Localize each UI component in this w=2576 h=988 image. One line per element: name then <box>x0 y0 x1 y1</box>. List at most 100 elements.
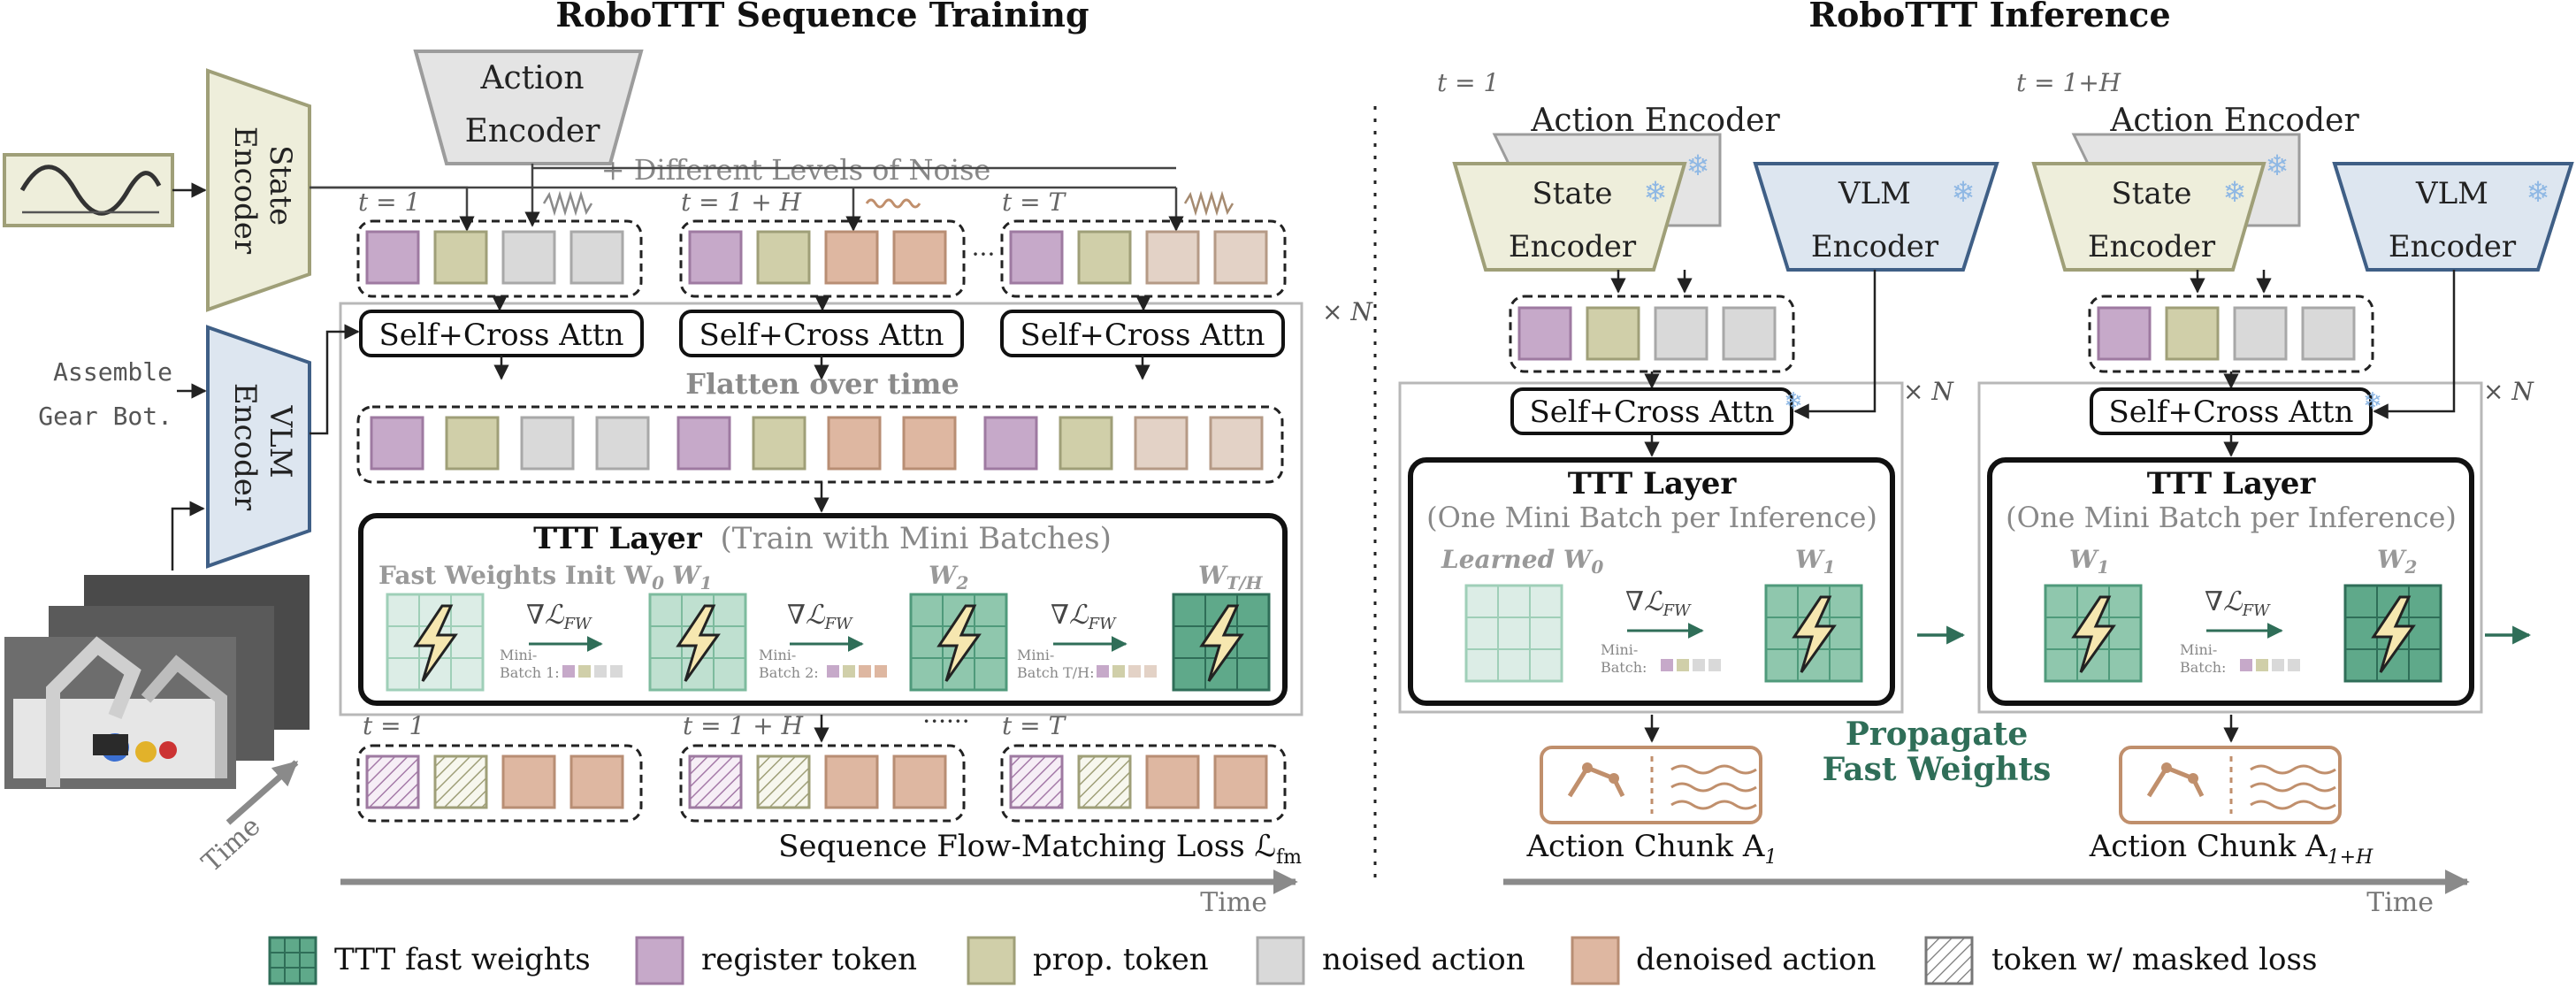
bottom-t-label-3: t = T <box>1002 711 1067 740</box>
robot-arm-icon <box>1567 764 1625 798</box>
flattened-token-group <box>356 405 1284 484</box>
w-in-label-2: W <box>2069 545 2099 574</box>
grad-symbol-1: ∇ℒ <box>526 600 565 631</box>
snowflake-icon: ❄ <box>1686 149 1710 182</box>
vlm-encoder-label-2: Encoder <box>227 383 263 511</box>
legend: TTT fast weights register token prop. to… <box>268 936 2317 985</box>
output-group-t1h <box>679 744 966 823</box>
instruction-line-2: Gear Bot. <box>38 402 172 431</box>
chunk-label-2: Action Chunk A <box>2089 829 2328 864</box>
ttt-layer-training <box>358 513 1288 706</box>
t-label-1: t = 1 <box>358 188 420 217</box>
w-in-sub-2: 1 <box>2097 556 2109 578</box>
top-tokens <box>365 230 1268 285</box>
w-out-sub-1: 1 <box>1823 556 1835 578</box>
vlm-encoder-inf-1b: Encoder <box>1811 229 1939 264</box>
grad-sub-1: FW <box>563 615 592 633</box>
training-time-label: Time <box>1200 887 1267 918</box>
mb-line2-inf-2: Batch: <box>2180 659 2226 676</box>
svg-text:∇ℒFW: ∇ℒFW <box>526 600 592 633</box>
camera-frames <box>4 575 310 789</box>
svg-text:∇ℒFW: ∇ℒFW <box>1625 586 1692 620</box>
fast-weights-grid-inf-1b <box>1764 584 1863 683</box>
lightning-icon <box>936 604 982 682</box>
svg-text:W1: W1 <box>2069 545 2109 578</box>
action-chunk-box-2 <box>2119 746 2342 824</box>
svg-text:State Encoder: State Encoder <box>227 126 298 255</box>
output-tokens <box>365 754 1268 809</box>
fast-weights-init-label: Fast Weights Init W <box>378 561 653 590</box>
state-encoder-label-1: State <box>263 145 298 226</box>
svg-text:Fast Weights Init W0: Fast Weights Init W0 <box>378 561 664 594</box>
fast-weights-grid-1 <box>648 593 747 692</box>
token-group-t1 <box>356 219 643 298</box>
legend-label-fast-weights: TTT fast weights <box>334 942 591 977</box>
inference-tokens-2 <box>2088 295 2374 373</box>
w-out-label-1: W <box>1795 545 1825 574</box>
vlm-encoder-label-1: VLM <box>263 405 298 479</box>
vlm-encoder-inf-2a: VLM <box>2415 176 2488 211</box>
bottom-ellipsis: ······ <box>922 707 969 736</box>
ttt-subtitle: (Train with Mini Batches) <box>721 521 1112 556</box>
grad-sub-2: FW <box>824 615 853 633</box>
svg-text:∇ℒFW: ∇ℒFW <box>787 600 853 633</box>
gradient-step-1: ∇ℒFW Mini- Batch 1: <box>500 600 623 681</box>
svg-text:∇ℒFW: ∇ℒFW <box>2205 586 2271 620</box>
grad-sub-inf-1: FW <box>1663 601 1692 620</box>
state-encoder-block-1 <box>1452 162 1687 272</box>
vlm-encoder-block-1 <box>1753 162 1999 272</box>
weight-label-2: W <box>929 561 959 590</box>
action-encoder-label-1: Action <box>480 60 585 96</box>
minibatch-1-line2: Batch 1: <box>500 664 560 681</box>
chunk-sub-1: 1 <box>1764 846 1777 869</box>
lightning-icon <box>676 604 721 682</box>
gradient-step-2: ∇ℒFW Mini- Batch 2: <box>759 600 887 681</box>
svg-text:W2: W2 <box>929 561 968 594</box>
snowflake-icon: ❄ <box>1644 175 1668 209</box>
training-panel: RoboTTT Sequence Training State Encoder … <box>3 0 1373 918</box>
weight-label-1: W <box>672 561 702 590</box>
fast-weights-grid-inf-2a <box>2044 584 2143 683</box>
attn-label-inf-2: Self+Cross Attn <box>2109 394 2354 430</box>
inference-title: RoboTTT Inference <box>1808 0 2170 34</box>
legend-label-register: register token <box>701 942 917 977</box>
legend-item-register: register token <box>635 936 917 985</box>
grad-symbol-inf-1: ∇ℒ <box>1625 586 1664 617</box>
minibatch-3-line2: Batch T/H: <box>1017 664 1094 681</box>
fast-weights-init-sub: 0 <box>652 572 664 594</box>
w-out-label-2: W <box>2377 545 2407 574</box>
robot-arm-icon <box>2146 764 2205 798</box>
training-title: RoboTTT Sequence Training <box>555 0 1089 34</box>
svg-text:VLM Encoder: VLM Encoder <box>227 383 298 511</box>
grad-symbol-2: ∇ℒ <box>787 600 826 631</box>
vlm-encoder-inf-2b: Encoder <box>2389 229 2517 264</box>
token-group-t1h <box>679 219 966 298</box>
state-encoder-block-2 <box>2031 162 2266 272</box>
instruction-line-1: Assemble <box>53 357 172 387</box>
ttt-sub-inf-2: (One Mini Batch per Inference) <box>2006 501 2457 534</box>
chunk-label-1: Action Chunk A <box>1526 829 1765 864</box>
legend-label-masked: token w/ masked loss <box>1991 942 2317 977</box>
state-encoder-label-2: Encoder <box>227 126 263 255</box>
lightning-icon <box>2071 595 2116 673</box>
legend-item-prop: prop. token <box>967 936 1209 985</box>
loss-sub: fm <box>1276 846 1302 869</box>
inference-step-1: t = 1 Action Encoder ❄ State Encoder ❄ V… <box>1398 68 1999 869</box>
action-encoder-block <box>413 50 644 165</box>
lightning-icon <box>1199 604 1244 682</box>
action-wave-icon <box>2250 764 2336 810</box>
attn-label-1: Self+Cross Attn <box>379 318 624 353</box>
weight-sub-3: T/H <box>1226 572 1263 594</box>
mb-line2-inf-1: Batch: <box>1601 659 1647 676</box>
svg-text:W1: W1 <box>672 561 712 594</box>
minibatch-3-line1: Mini- <box>1017 647 1054 663</box>
legend-item-masked: token w/ masked loss <box>1924 936 2317 985</box>
loss-label: Sequence Flow-Matching Loss ℒ <box>778 829 1276 864</box>
vlm-encoder-inf-1a: VLM <box>1838 176 1911 211</box>
repeat-label-inf-1: × N <box>1903 377 1954 406</box>
w-out-sub-2: 2 <box>2404 556 2417 578</box>
legend-item-denoised: denoised action <box>1571 936 1877 985</box>
repeat-label-inf-2: × N <box>2483 377 2534 406</box>
state-encoder-inf-2a: State <box>2111 176 2191 211</box>
propagate-label-2: Fast Weights <box>1823 751 2052 788</box>
